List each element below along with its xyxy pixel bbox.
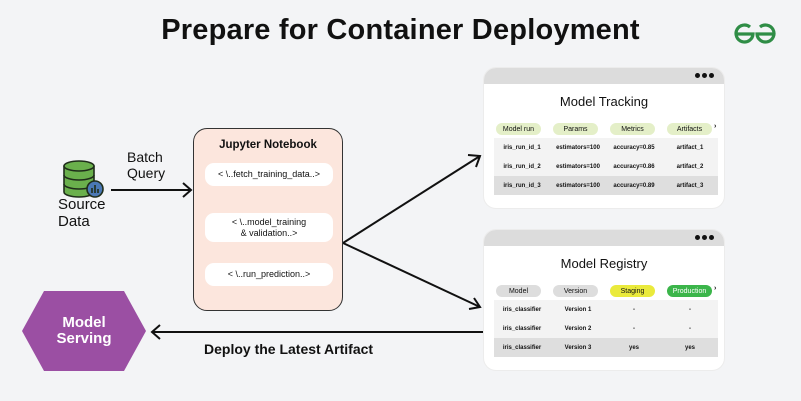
registry-header: Model Version Staging Production	[496, 285, 724, 297]
deploy-arrow	[150, 324, 484, 340]
tracking-table: iris_run_id_1 estimators=100 accuracy=0.…	[494, 138, 718, 195]
cell: -	[633, 306, 635, 313]
table-row: iris_run_id_2 estimators=100 accuracy=0.…	[494, 157, 718, 176]
tracking-title: Model Tracking	[559, 94, 649, 109]
tracking-header: Model run Params Metrics Artifacts	[496, 123, 724, 135]
window-menu-dots-icon[interactable]	[695, 235, 714, 240]
model-serving-hexagon	[22, 291, 146, 371]
registry-table: iris_classifier Version 1 - - iris_class…	[494, 300, 718, 357]
cell: yes	[628, 344, 639, 351]
cell: -	[633, 325, 635, 332]
step-text: & validation..>	[240, 227, 298, 238]
batch-query-label: Batch Query	[127, 149, 165, 181]
cell: accuracy=0.86	[613, 163, 655, 170]
database-icon	[63, 160, 104, 198]
window-menu-dots-icon[interactable]	[695, 73, 714, 78]
cell: estimators=100	[556, 182, 600, 189]
step-text: < \..fetch_training_data..>	[217, 169, 321, 179]
column-header: Model	[496, 285, 541, 297]
batch-label-line2: Query	[127, 165, 166, 181]
column-header-production: Production	[667, 285, 712, 297]
table-row: iris_classifier Version 1 - -	[494, 300, 718, 319]
cell: -	[689, 306, 691, 313]
cell: Version 3	[564, 344, 592, 351]
column-header: Model run	[496, 123, 541, 135]
cell: artifact_1	[676, 144, 704, 151]
jupyter-notebook-panel: Jupyter Notebook < \..fetch_training_dat…	[193, 128, 343, 311]
arrow-to-tracking	[342, 154, 482, 244]
cell: Version 1	[564, 306, 592, 313]
table-row: iris_classifier Version 2 - -	[494, 319, 718, 338]
serving-line1: Model	[62, 314, 106, 331]
notebook-title: Jupyter Notebook	[219, 139, 317, 151]
model-serving-label: Model Serving	[22, 315, 146, 347]
step-text: < \..model_training	[231, 216, 307, 227]
more-columns-icon[interactable]: ›	[714, 123, 717, 130]
column-header: Version	[553, 285, 598, 297]
cell: artifact_3	[676, 182, 704, 189]
batch-label-line1: Batch	[127, 149, 163, 165]
cell: artifact_2	[676, 163, 704, 170]
step-text: < \..run_prediction..>	[227, 269, 311, 279]
cell: yes	[684, 344, 695, 351]
source-label-line1: Source	[58, 196, 106, 213]
column-header-staging: Staging	[610, 285, 655, 297]
cell: iris_classifier	[502, 306, 542, 313]
column-header: Metrics	[610, 123, 655, 135]
table-row: iris_run_id_1 estimators=100 accuracy=0.…	[494, 138, 718, 157]
serving-line2: Serving	[56, 330, 112, 347]
batch-arrow	[111, 182, 193, 198]
deploy-label: Deploy the Latest Artifact	[204, 341, 374, 357]
source-label-line2: Data	[58, 213, 90, 230]
registry-title: Model Registry	[560, 256, 648, 271]
arrow-to-registry	[342, 242, 482, 310]
gfg-logo-icon	[734, 23, 776, 44]
table-row: iris_classifier Version 3 yes yes	[494, 338, 718, 357]
notebook-step-fetch: < \..fetch_training_data..>	[205, 163, 333, 186]
column-header: Artifacts	[667, 123, 712, 135]
notebook-step-training: < \..model_training & validation..>	[205, 213, 333, 242]
model-tracking-window: Model Tracking Model run Params Metrics …	[484, 68, 724, 208]
source-data-label: Source Data	[58, 196, 106, 230]
cell: accuracy=0.89	[613, 182, 655, 189]
notebook-step-prediction: < \..run_prediction..>	[205, 263, 333, 286]
cell: accuracy=0.85	[613, 144, 655, 151]
cell: -	[689, 325, 691, 332]
cell: iris_run_id_3	[503, 182, 541, 189]
cell: Version 2	[564, 325, 592, 332]
window-titlebar	[484, 68, 724, 84]
cell: estimators=100	[556, 163, 600, 170]
cell: estimators=100	[556, 144, 600, 151]
model-registry-window: Model Registry Model Version Staging Pro…	[484, 230, 724, 370]
column-header: Params	[553, 123, 598, 135]
cell: iris_classifier	[502, 344, 542, 351]
cell: iris_run_id_1	[503, 144, 541, 151]
cell: iris_classifier	[502, 325, 542, 332]
table-row: iris_run_id_3 estimators=100 accuracy=0.…	[494, 176, 718, 195]
cell: iris_run_id_2	[503, 163, 541, 170]
page-title: Prepare for Container Deployment	[161, 14, 640, 46]
more-columns-icon[interactable]: ›	[714, 285, 717, 292]
window-titlebar	[484, 230, 724, 246]
